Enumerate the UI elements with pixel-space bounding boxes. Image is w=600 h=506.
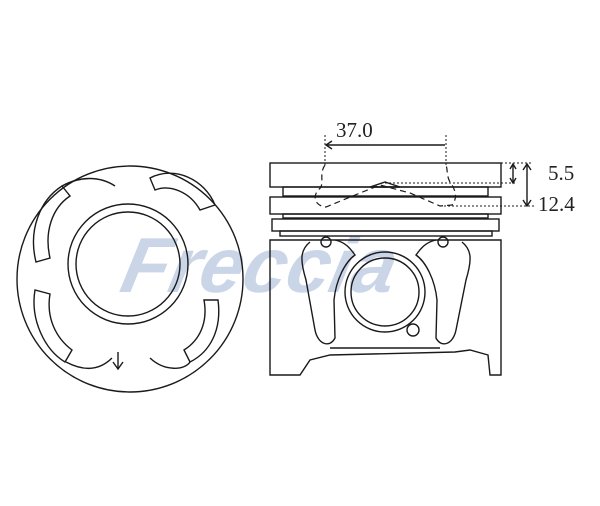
piston-side-view xyxy=(269,162,502,376)
arrow-down-icon xyxy=(112,352,124,371)
watermark-logo: Freccia xyxy=(114,222,406,309)
bowl-depth-label: 12.4 xyxy=(538,192,575,216)
top-ring-height-label: 5.5 xyxy=(548,161,574,185)
bowl-diameter-label: 37.0 xyxy=(336,118,373,142)
valve-pockets xyxy=(32,172,220,369)
piston-top-view xyxy=(16,165,244,393)
dimension-lines xyxy=(324,135,535,208)
